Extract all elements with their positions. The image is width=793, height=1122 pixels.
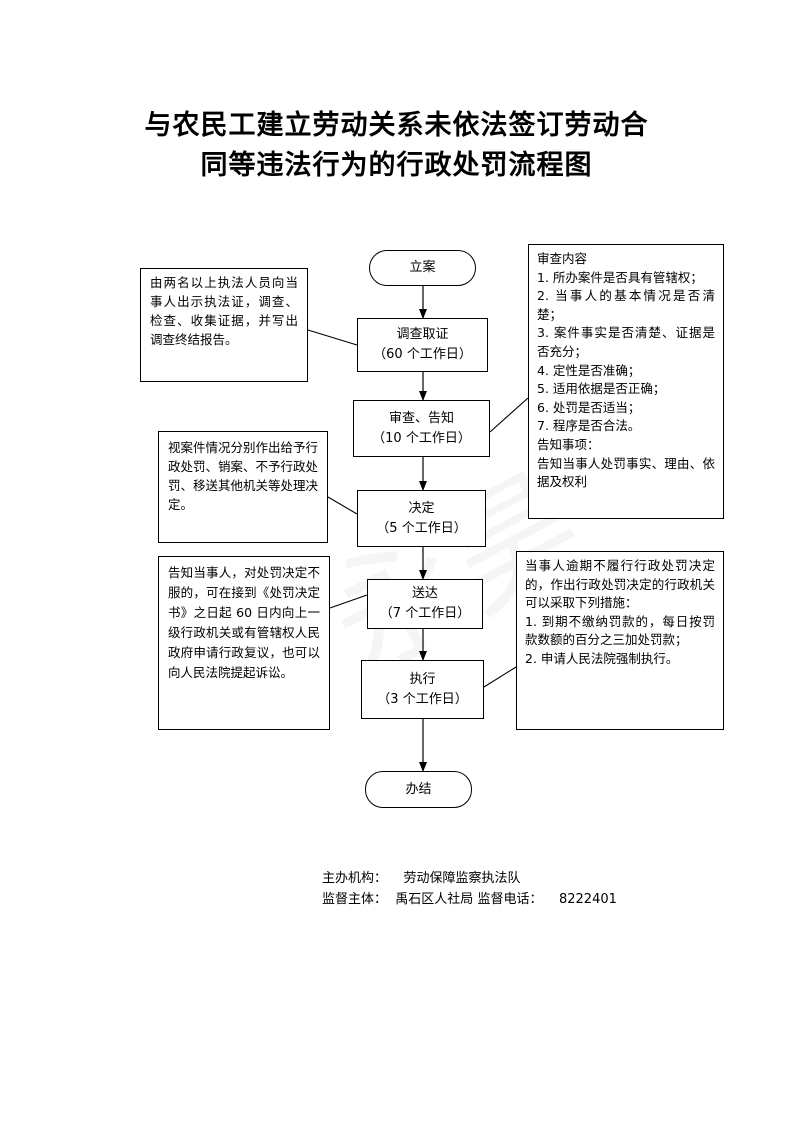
step-delivery: 送达 （7 个工作日） (367, 579, 483, 629)
review-line: 5. 适用依据是否正确； (537, 381, 666, 397)
enforcement-line: 2. 申请人民法院强制执行。 (525, 650, 679, 666)
review-line: 告知当事人处罚事实、理由、依据及权利 (537, 455, 715, 490)
start-label: 立案 (409, 260, 436, 275)
footer-supervisor: 监督主体： 禹石区人社局 监督电话： 8222401 (322, 891, 617, 909)
step-duration: （10 个工作日） (372, 430, 471, 446)
connector-enforcement-note (483, 666, 517, 688)
review-line: 4. 定性是否准确； (537, 362, 641, 378)
note-enforcement-measures: 当事人逾期不履行行政处罚决定的，作出行政处罚决定的行政机关可以采取下列措施： 1… (516, 551, 724, 730)
note-review-content: 审查内容 1. 所办案件是否具有管辖权； 2. 当事人的基本情况是否清楚； 3.… (528, 244, 724, 519)
connector-delivery-note (329, 594, 368, 609)
review-line: 6. 处罚是否适当； (537, 399, 641, 415)
review-line: 1. 所办案件是否具有管辖权； (537, 269, 703, 285)
phone-value: 8222401 (558, 892, 617, 907)
connector-investigation-note (307, 329, 358, 346)
review-line: 审查内容 (537, 251, 588, 266)
note-delivery: 告知当事人，对处罚决定不服的，可在接到《处罚决定书》之日起 60 日内向上一级行… (158, 556, 330, 730)
review-line: 2. 当事人的基本情况是否清楚； (537, 288, 715, 322)
step-duration: （5 个工作日） (376, 520, 467, 536)
connector-review-note (489, 397, 529, 433)
page-title-line-2: 同等违法行为的行政处罚流程图 (200, 150, 593, 181)
start-terminal: 立案 (369, 250, 476, 286)
step-name: 送达 (411, 586, 438, 601)
note-decision: 视案件情况分别作出给予行政处罚、销案、不予行政处罚、移送其他机关等处理决定。 (158, 431, 328, 543)
supervisor-label: 监督主体： (322, 892, 388, 907)
enforcement-line: 1. 到期不缴纳罚款的，每日按罚款数额的百分之三加处罚款； (525, 613, 715, 648)
end-terminal: 办结 (365, 771, 472, 808)
step-name: 执行 (409, 671, 436, 687)
page-title-line-1: 与农民工建立劳动关系未依法签订劳动合 (144, 110, 649, 141)
note-investigation: 由两名以上执法人员向当事人出示执法证，调查、检查、收集证据，并写出调查终结报告。 (140, 268, 308, 382)
step-name: 调查取证 (396, 327, 449, 342)
review-line: 3. 案件事实是否清楚、证据是否充分； (537, 325, 715, 359)
step-enforcement: 执行 （3 个工作日） (361, 660, 484, 719)
footer-organizer: 主办机构： 劳动保障监察执法队 (322, 870, 521, 888)
step-name: 审查、告知 (388, 410, 454, 426)
step-duration: （7 个工作日） (379, 606, 471, 621)
step-name: 决定 (408, 500, 435, 516)
end-label: 办结 (405, 781, 432, 797)
step-duration: （60 个工作日） (373, 347, 472, 362)
review-line: 7. 程序是否合法。 (537, 418, 641, 434)
step-investigation: 调查取证 （60 个工作日） (357, 318, 488, 372)
step-duration: （3 个工作日） (377, 691, 468, 707)
organizer-value: 劳动保障监察执法队 (403, 871, 521, 886)
step-decision: 决定 （5 个工作日） (357, 490, 486, 547)
supervisor-value: 禹石区人社局 (395, 892, 474, 907)
phone-label: 监督电话： (477, 892, 543, 907)
review-line: 告知事项： (537, 436, 600, 452)
organizer-label: 主办机构： (322, 871, 388, 886)
step-review-notify: 审查、告知 （10 个工作日） (353, 400, 490, 457)
enforcement-line: 当事人逾期不履行行政处罚决定的，作出行政处罚决定的行政机关可以采取下列措施： (525, 558, 715, 611)
connector-decision-note (327, 496, 358, 515)
